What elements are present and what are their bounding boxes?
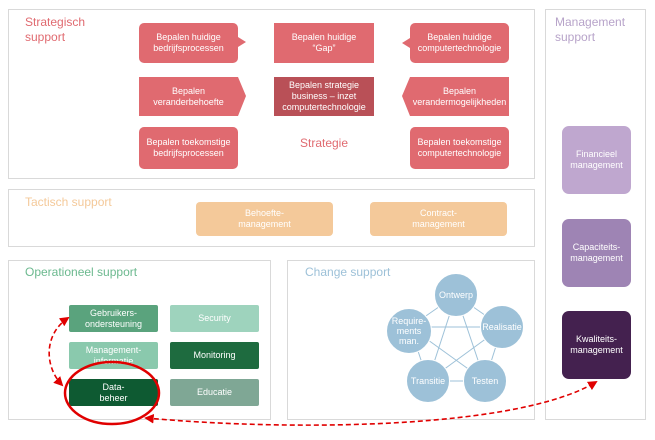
- callout-pointer-left: [402, 38, 410, 48]
- box-behoefte-management[interactable]: Behoefte- management: [196, 202, 333, 236]
- box-huidige-computertechnologie[interactable]: Bepalen huidige computertechnologie: [410, 23, 509, 63]
- box-contract-management[interactable]: Contract- management: [370, 202, 507, 236]
- arrow-shape-verandermogelijkheden[interactable]: [402, 77, 509, 116]
- operationeel-support-title: Operationeel support: [25, 265, 138, 279]
- box-huidige-bedrijfsprocessen[interactable]: Bepalen huidige bedrijfsprocessen: [139, 23, 238, 63]
- circle-realisatie[interactable]: Realisatie: [480, 305, 524, 349]
- box-veranderbehoefte[interactable]: Bepalen veranderbehoefte: [153, 85, 224, 107]
- strategie-label: Strategie: [299, 136, 349, 150]
- dashed-arrow-databeheer-to-kwaliteit: [144, 381, 598, 426]
- box-toekomstige-bedrijfsprocessen[interactable]: Bepalen toekomstige bedrijfsprocessen: [139, 127, 238, 169]
- highlight-ellipse-databeheer: [63, 360, 161, 426]
- box-data-beheer[interactable]: Data- beheer: [69, 379, 158, 406]
- box-toekomstige-computertechnologie[interactable]: Bepalen toekomstige computertechnologie: [410, 127, 509, 169]
- strategisch-support-title: Strategisch support: [25, 15, 86, 44]
- management-support-title: Management support: [555, 15, 626, 44]
- box-capaciteits-management[interactable]: Capaciteits- management: [562, 219, 631, 287]
- dashed-arrow-gebruikers-to-databeheer: [48, 316, 70, 387]
- circle-requirements-man[interactable]: Require- ments man.: [386, 308, 432, 354]
- box-strategie-business[interactable]: Bepalen strategie business – inzet compu…: [274, 77, 374, 116]
- box-kwaliteits-management[interactable]: Kwaliteits- management: [562, 311, 631, 379]
- callout-pointer-right: [238, 37, 246, 47]
- box-security[interactable]: Security: [170, 305, 259, 332]
- tactisch-support-title: Tactisch support: [25, 195, 112, 209]
- box-huidige-gap[interactable]: Bepalen huidige “Gap”: [274, 23, 374, 63]
- box-verandermogelijkheden[interactable]: Bepalen verandermogelijkheden: [412, 85, 507, 107]
- circle-ontwerp[interactable]: Ontwerp: [434, 273, 478, 317]
- box-gebruikers-ondersteuning[interactable]: Gebruikers- ondersteuning: [69, 305, 158, 332]
- change-support-title: Change support: [305, 265, 391, 279]
- box-financieel-management[interactable]: Financieel management: [562, 126, 631, 194]
- box-monitoring[interactable]: Monitoring: [170, 342, 259, 369]
- arrow-shape-veranderbehoefte[interactable]: [139, 77, 246, 116]
- box-management-informatie[interactable]: Management- informatie: [69, 342, 158, 369]
